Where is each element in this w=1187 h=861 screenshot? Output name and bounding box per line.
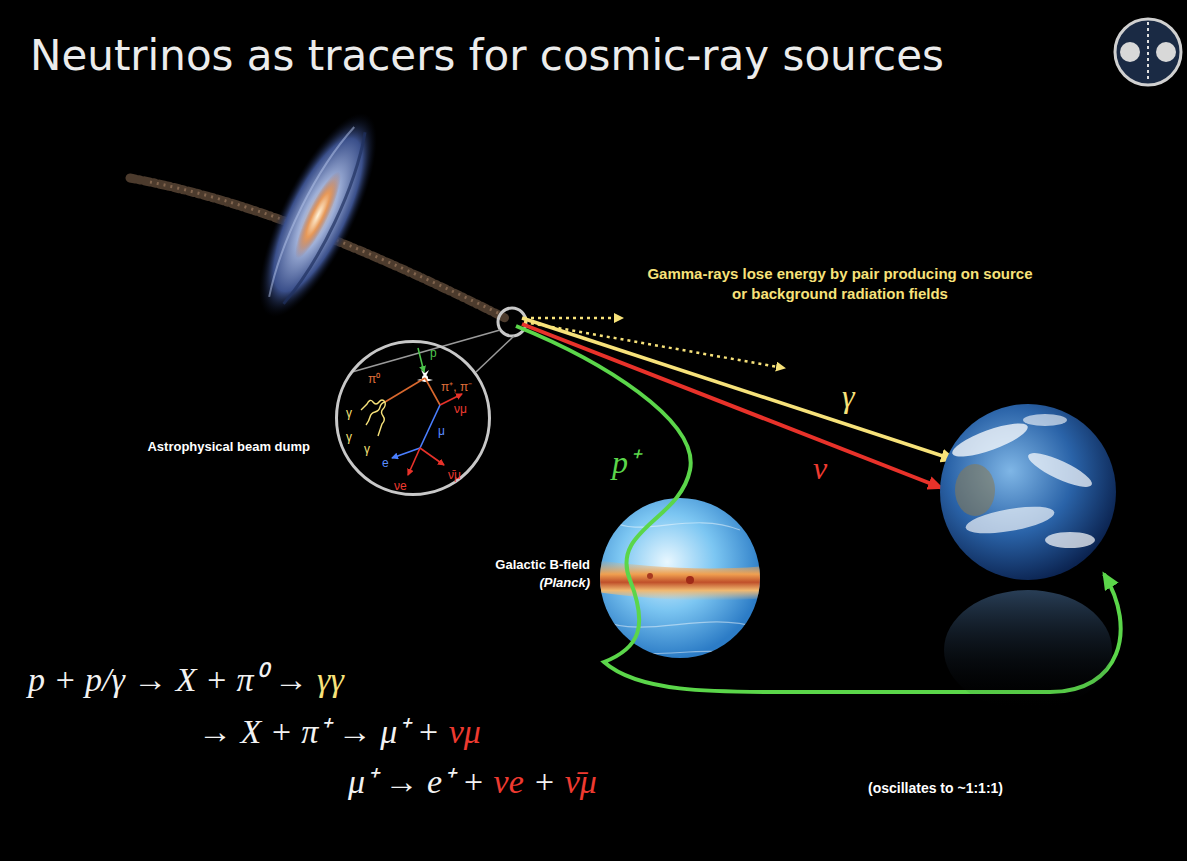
callout-label: Galactic B-field: [440, 558, 590, 573]
callout-label: (Planck): [440, 576, 590, 591]
particle-label: π⁺, π⁻: [441, 381, 472, 395]
particle-label: π⁰: [368, 373, 380, 387]
formula: νμ: [449, 712, 481, 751]
formula: +: [533, 762, 556, 801]
particle-label: γ: [346, 431, 352, 445]
particle-label: γ: [364, 443, 370, 457]
formula: p + p/γ → X + π⁰ →: [28, 660, 308, 699]
particle-label: μ: [438, 425, 445, 439]
bfield-sphere: Galactic B-field(Planck): [600, 498, 760, 658]
formula: μ⁺ → e⁺ +: [348, 762, 485, 801]
particle-label: νe: [394, 480, 407, 494]
particle-label: νμ: [454, 403, 467, 417]
particle-label: p: [430, 347, 437, 361]
formula-line: p + p/γ → X + π⁰ →γγ: [28, 660, 344, 699]
particle-label: e: [382, 457, 389, 471]
beam-dump-circle: Astrophysical beam dumppπ⁰π⁺, π⁻νμμeνeν̄…: [335, 340, 491, 496]
particle-label: γ: [346, 407, 352, 421]
slide-title: Neutrinos as tracers for cosmic-ray sour…: [30, 32, 944, 80]
particle-label: ν̄μ: [448, 469, 461, 483]
formula: νe: [494, 762, 524, 801]
formula: ν̄μ: [565, 762, 597, 801]
note: (oscillates to ~1:1:1): [868, 780, 1003, 796]
formula: γγ: [317, 660, 344, 699]
formula-line: μ⁺ → e⁺ +νe+ ν̄μ: [348, 762, 597, 801]
callout-label: Astrophysical beam dump: [138, 440, 310, 455]
beam-label: p⁺: [612, 446, 639, 478]
formula: → X + π⁺ → μ⁺ +: [198, 712, 440, 751]
beam-label: γ: [842, 380, 855, 412]
beam-label: ν: [813, 452, 827, 484]
formula-line: → X + π⁺ → μ⁺ +νμ: [198, 712, 481, 751]
annotation: Gamma-rays lose energy by pair producing…: [640, 264, 1040, 305]
